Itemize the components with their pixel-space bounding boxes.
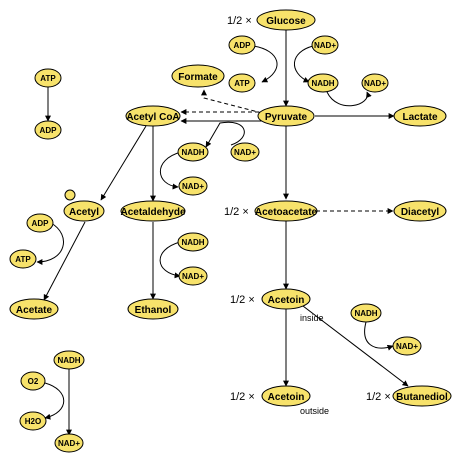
node-nadh-eth[interactable]: NADH	[177, 232, 209, 252]
svg-text:Acetate: Acetate	[16, 305, 53, 316]
svg-text:ATP: ATP	[234, 79, 250, 88]
node-acetyl[interactable]: Acetyl	[63, 200, 105, 222]
node-acetoin-outside[interactable]: Acetoin	[261, 385, 311, 407]
svg-text:NAD+: NAD+	[182, 272, 204, 281]
node-adp-left[interactable]: ADP	[34, 120, 62, 140]
svg-text:NADH: NADH	[57, 356, 80, 365]
edge-acetoin-butanediol	[302, 305, 409, 387]
svg-text:NADH: NADH	[354, 309, 377, 318]
svg-text:NAD+: NAD+	[396, 342, 418, 351]
node-lactate[interactable]: Lactate	[393, 105, 447, 127]
svg-text:NADH: NADH	[181, 238, 204, 247]
svg-text:Ethanol: Ethanol	[135, 305, 172, 316]
node-nad-eth[interactable]: NAD+	[178, 266, 208, 286]
edge-nad-nadh-mid	[205, 121, 245, 148]
svg-text:NAD+: NAD+	[364, 79, 386, 88]
node-acetate[interactable]: Acetate	[9, 298, 59, 320]
node-acetylcoa[interactable]: Acetyl CoA	[125, 105, 181, 127]
edge-adp-atp-acetyl	[36, 222, 64, 265]
node-acetoin[interactable]: Acetoin	[261, 288, 311, 310]
node-nadh-mid[interactable]: NADH	[177, 142, 209, 162]
node-nad-mid[interactable]: NAD+	[230, 142, 260, 162]
edge-nadh-nad-but	[364, 321, 394, 351]
svg-text:Acetyl: Acetyl	[69, 207, 99, 218]
node-glucose[interactable]: Glucose	[256, 9, 316, 31]
node-nad-ox[interactable]: NAD+	[54, 433, 84, 453]
svg-text:Acetaldehyde: Acetaldehyde	[120, 207, 185, 218]
svg-text:Acetoin: Acetoin	[268, 392, 305, 403]
svg-text:Lactate: Lactate	[402, 112, 437, 123]
node-adp-acetyl[interactable]: ADP	[26, 213, 54, 233]
half-label-acetoin: 1/2 ×	[230, 294, 255, 306]
svg-text:Glucose: Glucose	[266, 16, 306, 27]
svg-text:ATP: ATP	[40, 74, 56, 83]
svg-text:Acetoin: Acetoin	[268, 295, 305, 306]
edge-acetylcoa-acetyl	[100, 125, 147, 201]
node-butanediol[interactable]: Butanediol	[392, 385, 452, 407]
svg-text:NAD+: NAD+	[182, 182, 204, 191]
svg-text:ADP: ADP	[32, 219, 50, 228]
edge-acetyl-acetate	[43, 221, 86, 301]
svg-text:Acetyl CoA: Acetyl CoA	[126, 112, 179, 123]
svg-text:H2O: H2O	[25, 417, 41, 426]
edge-nad-nadh-top	[293, 45, 314, 83]
node-nadh-ox[interactable]: NADH	[53, 350, 85, 370]
svg-text:Formate: Formate	[178, 72, 218, 83]
half-label-glucose: 1/2 ×	[227, 15, 252, 27]
svg-text:O2: O2	[28, 377, 39, 386]
node-o2[interactable]: O2	[20, 371, 46, 391]
node-formate[interactable]: Formate	[171, 64, 225, 88]
edge-adp-atp-top	[252, 45, 278, 83]
node-atp-acetyl[interactable]: ATP	[9, 249, 37, 269]
svg-text:NADH: NADH	[311, 79, 334, 88]
phosphate-marker-icon	[64, 189, 76, 201]
svg-text:ADP: ADP	[234, 41, 252, 50]
edge-o2-h2o	[44, 382, 65, 420]
svg-text:NAD+: NAD+	[234, 148, 256, 157]
svg-text:NAD+: NAD+	[314, 41, 336, 50]
edge-nadh-nad-eth	[159, 241, 181, 279]
node-acetoacetate[interactable]: Acetoacetate	[254, 200, 318, 222]
node-nad-lactate[interactable]: NAD+	[361, 73, 389, 93]
node-nadh-but[interactable]: NADH	[350, 303, 382, 323]
edges	[36, 30, 409, 436]
node-nad-top[interactable]: NAD+	[311, 35, 339, 55]
svg-text:Acetoacetate: Acetoacetate	[255, 207, 318, 218]
svg-text:ADP: ADP	[40, 126, 58, 135]
node-pyruvate[interactable]: Pyruvate	[257, 105, 315, 127]
node-adp-top[interactable]: ADP	[228, 35, 256, 55]
node-diacetyl[interactable]: Diacetyl	[393, 200, 447, 222]
node-nad-ald1[interactable]: NAD+	[178, 176, 208, 196]
svg-text:NADH: NADH	[181, 148, 204, 157]
inside-label: inside	[300, 313, 324, 323]
edge-nadh-nad-lactate	[326, 91, 372, 107]
svg-text:Diacetyl: Diacetyl	[401, 207, 440, 218]
node-acetaldehyde[interactable]: Acetaldehyde	[120, 200, 186, 222]
svg-text:NAD+: NAD+	[58, 439, 80, 448]
node-nad-but[interactable]: NAD+	[392, 336, 422, 356]
half-label-acetoacetate: 1/2 ×	[224, 206, 249, 218]
svg-text:Pyruvate: Pyruvate	[265, 112, 308, 123]
node-atp-left[interactable]: ATP	[34, 68, 62, 88]
svg-text:ATP: ATP	[15, 255, 31, 264]
node-h2o[interactable]: H2O	[19, 411, 47, 431]
svg-text:Butanediol: Butanediol	[396, 392, 448, 403]
node-ethanol[interactable]: Ethanol	[127, 298, 179, 320]
half-label-acetoin-outside: 1/2 ×	[230, 391, 255, 403]
node-atp-top[interactable]: ATP	[228, 73, 256, 93]
edge-nadh-nad-ald	[160, 151, 182, 190]
node-nadh-top[interactable]: NADH	[307, 73, 339, 93]
outside-label: outside	[300, 406, 329, 416]
edge-pyruvate-formate	[201, 89, 263, 114]
half-label-butanediol: 1/2 ×	[366, 391, 391, 403]
